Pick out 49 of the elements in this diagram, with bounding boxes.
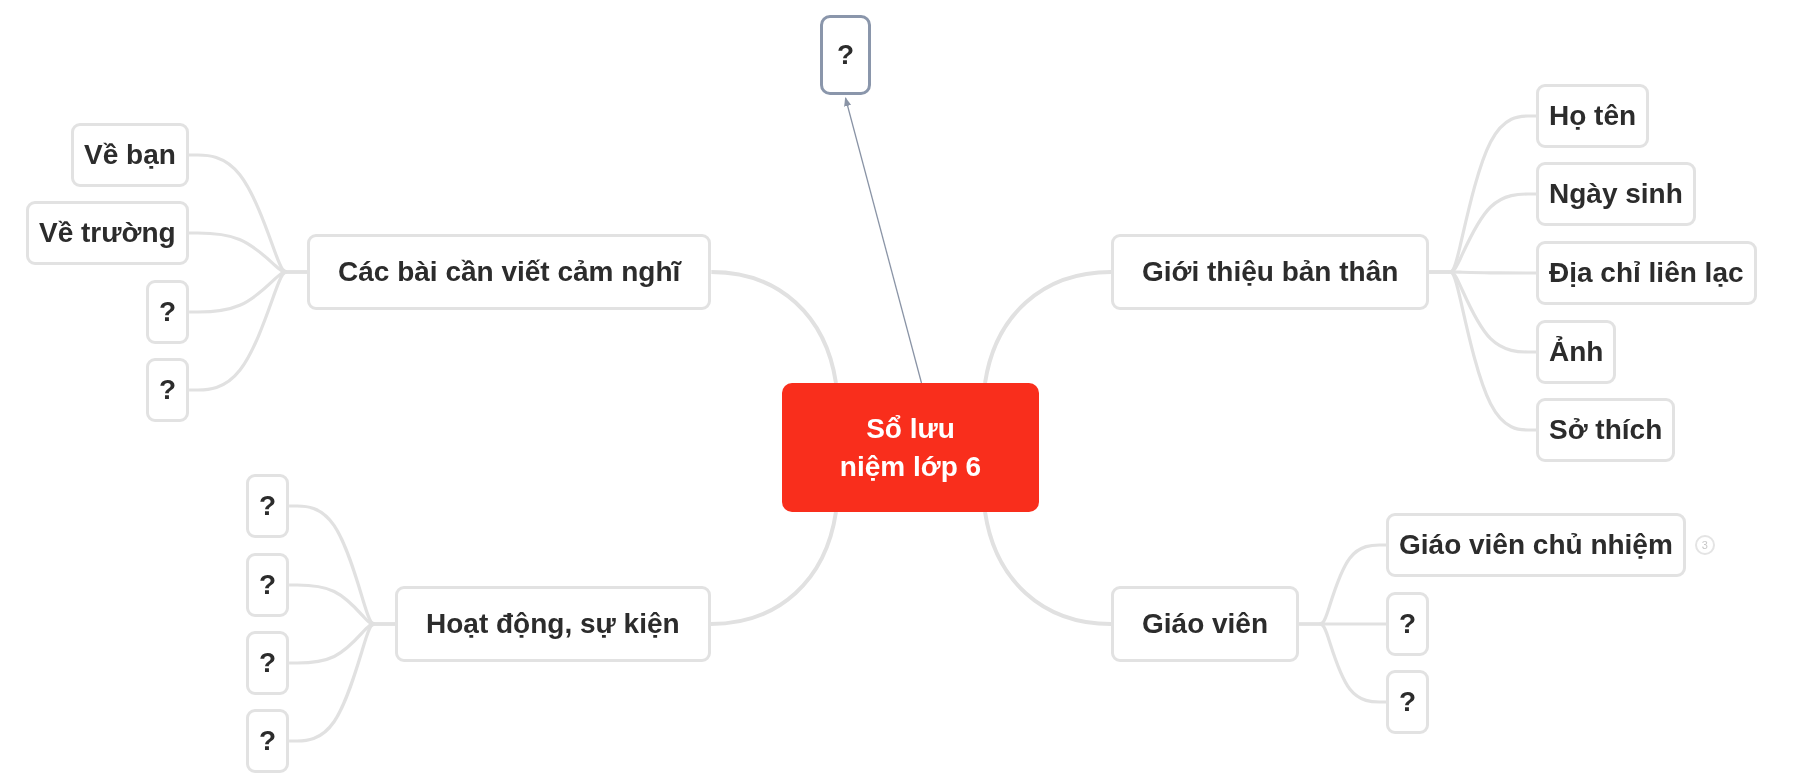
topic-label: ?: [1399, 608, 1417, 640]
subtopic-box: [1536, 162, 1696, 226]
main-topic-box: [1111, 234, 1430, 310]
topic-label: ?: [836, 39, 855, 71]
topic-label: Về trường: [39, 217, 176, 249]
subtopic-box: [246, 631, 290, 695]
topic-label: Giáo viên: [1142, 608, 1269, 640]
subtopic-box: [1386, 670, 1430, 734]
subtopic-box: [1536, 241, 1757, 305]
subtopic-box: [820, 15, 871, 95]
subtopic-box: [246, 709, 290, 773]
topic-label: Ngày sinh: [1549, 178, 1683, 210]
main-topic-box: [1111, 586, 1300, 662]
topic-label: ?: [159, 374, 177, 406]
subtopic-box: [246, 553, 290, 617]
subtopic-box: [146, 280, 190, 344]
main-topic-box: [395, 586, 711, 662]
topic-label: ?: [259, 647, 277, 679]
topic-label: Sở thích: [1549, 414, 1663, 446]
topic-label: Địa chỉ liên lạc: [1549, 257, 1744, 289]
topic-label: Hoạt động, sự kiện: [426, 608, 680, 640]
subtopic-box: [26, 201, 189, 265]
branch-line: [710, 511, 838, 626]
topic-label: Họ tên: [1549, 100, 1637, 132]
subtopic-box: [1536, 320, 1617, 384]
subtopic-box: [1386, 513, 1686, 577]
topic-label: Giới thiệu bản thân: [1142, 256, 1399, 288]
topic-label: ?: [159, 296, 177, 328]
arrow: [844, 97, 923, 384]
topic-label: ?: [1399, 686, 1417, 718]
topic-label: Giáo viên chủ nhiệm: [1399, 529, 1673, 561]
subtopic-box: [246, 474, 290, 538]
topic-label: Ảnh: [1549, 336, 1604, 368]
topic-label: Các bài cần viết cảm nghĩ: [338, 256, 681, 288]
subtopic-box: [146, 358, 190, 422]
main-topic-box: [307, 234, 712, 310]
topic-label: ?: [259, 725, 277, 757]
topic-label: Sổ lưu niệm lớp 6: [838, 411, 983, 484]
topic-label: ?: [259, 490, 277, 522]
topic-label: ?: [259, 569, 277, 601]
topic-label: Về bạn: [84, 139, 176, 171]
subtopic-box: [1386, 592, 1430, 656]
subtopic-box: [1536, 84, 1650, 148]
branch-line: [983, 270, 1112, 384]
branch-line: [711, 270, 838, 384]
subtopic-box: [71, 123, 189, 187]
central-topic-box: [782, 383, 1039, 512]
subtopic-box: [1536, 398, 1676, 462]
branch-line: [983, 511, 1112, 626]
